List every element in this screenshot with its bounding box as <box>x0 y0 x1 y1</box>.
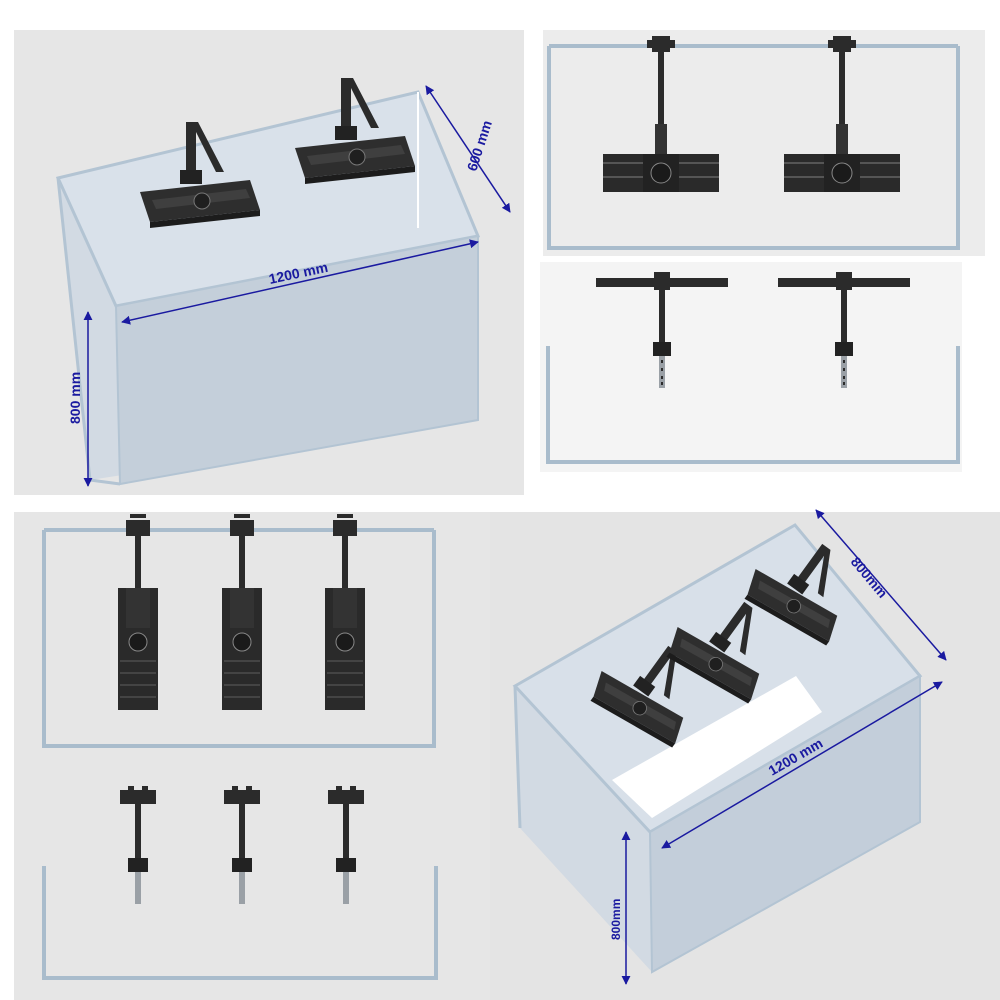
panel-two-lights-views <box>540 30 985 472</box>
depth-dimension-line <box>425 85 511 213</box>
depth-dimension-line-3 <box>815 509 947 661</box>
panel-three-lights-views <box>14 512 490 1000</box>
tank-outline-top <box>42 530 436 748</box>
width-dimension-line <box>121 239 479 325</box>
height-label-3: 800mm <box>609 899 623 940</box>
panel-three-lights-iso: 1200 mm 800mm 800mm <box>490 509 1000 1000</box>
panel-two-lights-iso: 1200 mm 600 mm 800 mm <box>14 30 524 495</box>
tank-outline-front-3 <box>42 866 438 980</box>
tank-outline-front <box>546 346 960 464</box>
width-dimension-line-3 <box>661 681 943 849</box>
height-label: 800 mm <box>67 372 83 424</box>
tank-outline-side <box>547 46 960 250</box>
